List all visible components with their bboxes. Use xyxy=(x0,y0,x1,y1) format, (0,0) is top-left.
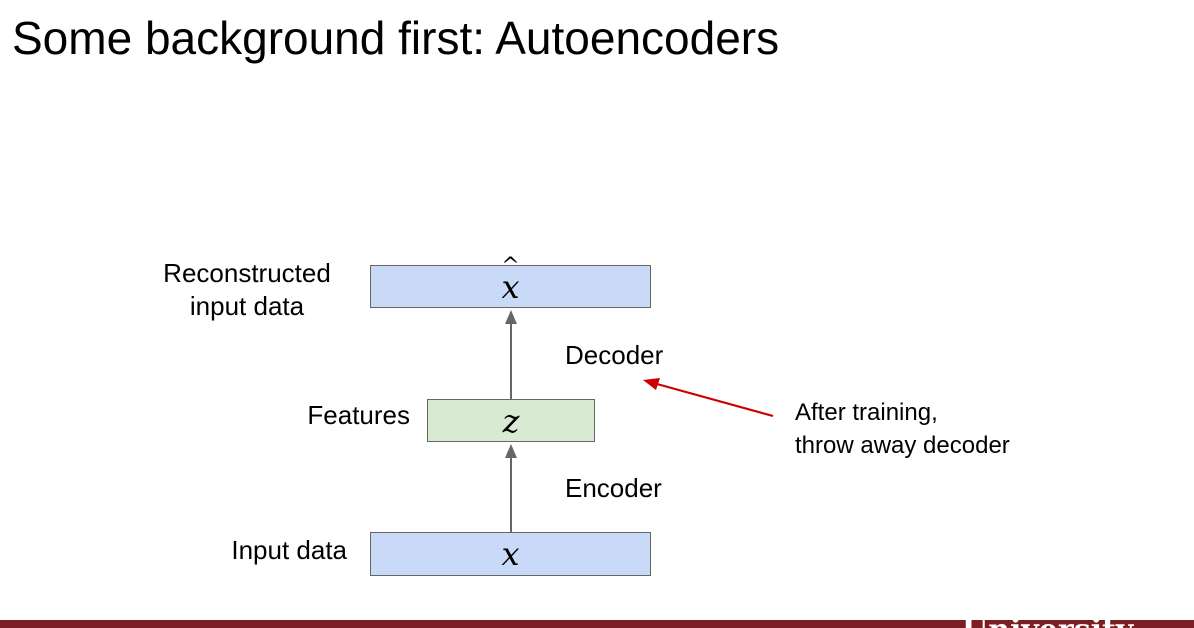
features-box: z xyxy=(427,399,595,442)
input-box: x xyxy=(370,532,651,576)
annotation-text: After training, throw away decoder xyxy=(795,396,1010,462)
x-hat-symbol: ^ x xyxy=(501,255,520,306)
decoder-arrow xyxy=(505,310,517,399)
footer-bar xyxy=(0,620,1194,628)
reconstructed-label: Reconstructed input data xyxy=(140,258,354,322)
hat-accent: ^ xyxy=(501,253,520,279)
annotation-line1: After training, xyxy=(795,399,938,426)
z-symbol: z xyxy=(502,401,520,440)
reconstructed-output-box: ^ x xyxy=(370,255,651,308)
encoder-arrow xyxy=(505,444,517,532)
reconstructed-label-line2: input data xyxy=(189,291,305,321)
footer-university-wordmark: University xyxy=(962,611,1194,628)
annotation-arrow xyxy=(643,378,774,418)
x-hat-base: x xyxy=(501,267,520,306)
x-symbol: x xyxy=(501,535,520,573)
input-data-label: Input data xyxy=(231,535,347,565)
encoder-label: Encoder xyxy=(565,473,662,503)
annotation-line2: throw away decoder xyxy=(795,432,1010,459)
reconstructed-label-line1: Reconstructed xyxy=(163,258,331,288)
slide-title: Some background first: Autoencoders xyxy=(12,12,780,64)
decoder-label: Decoder xyxy=(565,340,664,370)
features-label: Features xyxy=(307,400,410,430)
